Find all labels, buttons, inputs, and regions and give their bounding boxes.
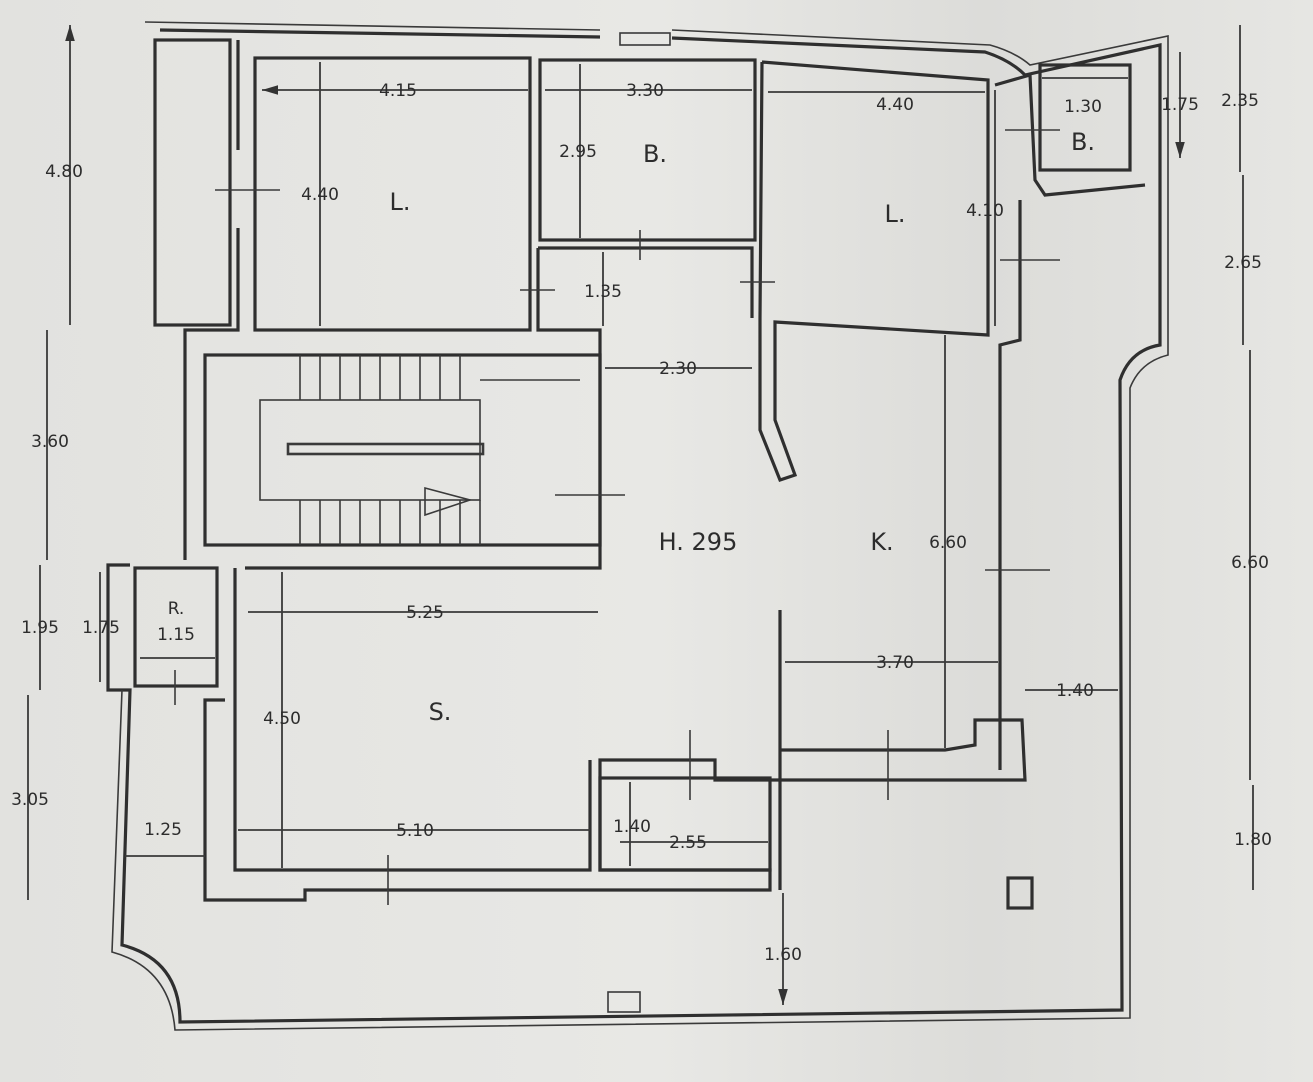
dim-label: 1.35	[584, 282, 622, 302]
dim-label: 4.10	[966, 201, 1004, 221]
dim-label: 4.40	[301, 185, 339, 205]
dim-label: 5.10	[396, 821, 434, 841]
closet	[153, 38, 232, 327]
dim-label: 4.50	[263, 709, 301, 729]
room-label-storage: R.	[168, 599, 185, 619]
vent-bottom	[607, 991, 641, 1013]
dim-label: 6.60	[1231, 553, 1269, 573]
dim-label: 1.15	[157, 625, 195, 645]
dim-label: 4.40	[876, 95, 914, 115]
stairs	[259, 355, 580, 545]
dim-label: 2.35	[1221, 91, 1259, 111]
dim-label: 1.75	[1161, 95, 1199, 115]
dim-label: 3.05	[11, 790, 49, 810]
dim-label: 1.95	[21, 618, 59, 638]
dim-label: 1.40	[613, 817, 651, 837]
dim-label: 1.30	[1064, 97, 1102, 117]
inner-walls	[133, 38, 1146, 905]
dimension-labels: 4.15 4.40 3.30 2.95 4.40 4.10 1.30 1.75 …	[11, 81, 1272, 965]
dim-label: 2.95	[559, 142, 597, 162]
dim-label: 1.60	[764, 945, 802, 965]
dim-label: 1.75	[82, 618, 120, 638]
window-top	[619, 32, 671, 46]
room-label-hall: H. 295	[659, 528, 738, 556]
stair-block	[203, 353, 602, 547]
outer-walls	[106, 21, 1169, 1031]
dim-label: 5.25	[406, 603, 444, 623]
dim-label: 2.30	[659, 359, 697, 379]
room-label-bath-1: B.	[643, 140, 667, 168]
dim-label: 6.60	[929, 533, 967, 553]
dim-label: 1.80	[1234, 830, 1272, 850]
room-storage	[133, 566, 219, 688]
shaft	[1006, 876, 1034, 910]
dim-label: 1.40	[1056, 681, 1094, 701]
room-label-salon: S.	[429, 698, 452, 726]
room-label-living-2: L.	[885, 200, 906, 228]
room-label-bath-2: B.	[1071, 128, 1095, 156]
room-label-kitchen: K.	[870, 528, 893, 556]
dim-label: 3.60	[31, 432, 69, 452]
room-label-living-1: L.	[390, 188, 411, 216]
dim-label: 4.80	[45, 162, 83, 182]
dimension-lines	[27, 25, 1254, 1005]
dim-label: 4.15	[379, 81, 417, 101]
dim-label: 2.65	[1224, 253, 1262, 273]
dim-label: 1.25	[144, 820, 182, 840]
dim-label: 2.55	[669, 833, 707, 853]
dim-label: 3.30	[626, 81, 664, 101]
dim-label: 3.70	[876, 653, 914, 673]
